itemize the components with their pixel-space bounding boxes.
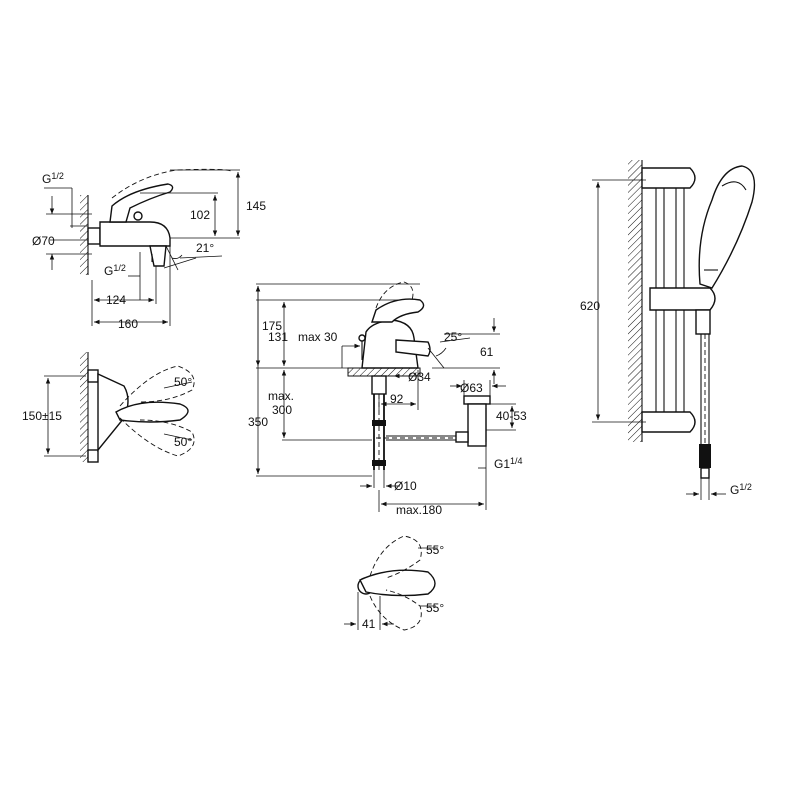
- hand-shower-holder: [695, 309, 711, 335]
- s-union: [87, 227, 101, 245]
- basin-lever: [371, 298, 425, 323]
- basin-max-300: 300: [272, 403, 292, 417]
- basin-max-label: max.: [268, 389, 294, 403]
- wall-hatch: [80, 195, 88, 275]
- rail-slider: [649, 287, 716, 311]
- basin-height-131: 131: [268, 330, 288, 344]
- bath-thread-bottom: G1/2: [104, 263, 126, 278]
- basin-depth-92: 92: [390, 392, 404, 406]
- basin-diameter-10: Ø10: [394, 479, 417, 493]
- bath-depth-160: 160: [118, 317, 138, 331]
- wall-hatch-2: [80, 352, 88, 462]
- hose-connector: [699, 444, 711, 468]
- bath-top-lever: [115, 401, 189, 423]
- bath-angle-down: 50°: [174, 435, 192, 449]
- bath-mixer-side-view: G1/2 Ø70 G1/2 102 145 21° 124 160: [32, 168, 266, 331]
- basin-shank: [371, 375, 387, 395]
- bath-depth-124: 124: [106, 293, 126, 307]
- basin-height-175: 175: [262, 319, 282, 333]
- basin-thread-waste: G11/4: [494, 456, 523, 471]
- bath-height-102: 102: [190, 208, 210, 222]
- bath-height-145: 145: [246, 199, 266, 213]
- waste-flange: [463, 395, 491, 405]
- waste-body: [467, 403, 487, 447]
- bath-diameter-label: Ø70: [32, 234, 55, 248]
- basin-height-61: 61: [480, 345, 494, 359]
- basin-max-30: max 30: [298, 330, 338, 344]
- bath-angle-21: 21°: [196, 241, 214, 255]
- bath-angle-up: 50°: [174, 375, 192, 389]
- diverter-knob: [133, 211, 143, 221]
- mixer-lever: [109, 183, 174, 223]
- shower-height-620: 620: [580, 299, 600, 313]
- basin-top-lever: [359, 569, 436, 597]
- basin-height-350: 350: [248, 415, 268, 429]
- basin-mixer-top-view: 55° 55° 41: [344, 535, 444, 631]
- basin-range-40-53: 40-53: [496, 409, 527, 423]
- hand-shower: [698, 165, 756, 289]
- basin-diameter-63: Ø63: [460, 381, 483, 395]
- spout: [149, 245, 167, 267]
- rail-top-bracket: [641, 167, 696, 189]
- mixer-body: [99, 221, 171, 247]
- shower-thread: G1/2: [730, 482, 752, 497]
- basin-max-180: max.180: [396, 503, 442, 517]
- basin-top-offset-41: 41: [362, 617, 376, 631]
- basin-top-angle-up: 55°: [426, 543, 444, 557]
- basin-top-angle-down: 55°: [426, 601, 444, 615]
- bath-spacing-label: 150±15: [22, 409, 62, 423]
- bath-mixer-top-view: 150±15 50° 50°: [22, 352, 195, 463]
- rail-bottom-bracket: [641, 411, 696, 433]
- basin-angle-25: 25°: [444, 330, 462, 344]
- bath-thread-top: G1/2: [42, 171, 64, 186]
- basin-mixer-side-view: 175 131 max 30 25° 61 Ø34 Ø63 350 max. 3…: [248, 281, 527, 517]
- shower-rail-set: 620 G1/2: [580, 160, 756, 500]
- wall-hatch-3: [628, 160, 642, 442]
- basin-diameter-34: Ø34: [408, 370, 431, 384]
